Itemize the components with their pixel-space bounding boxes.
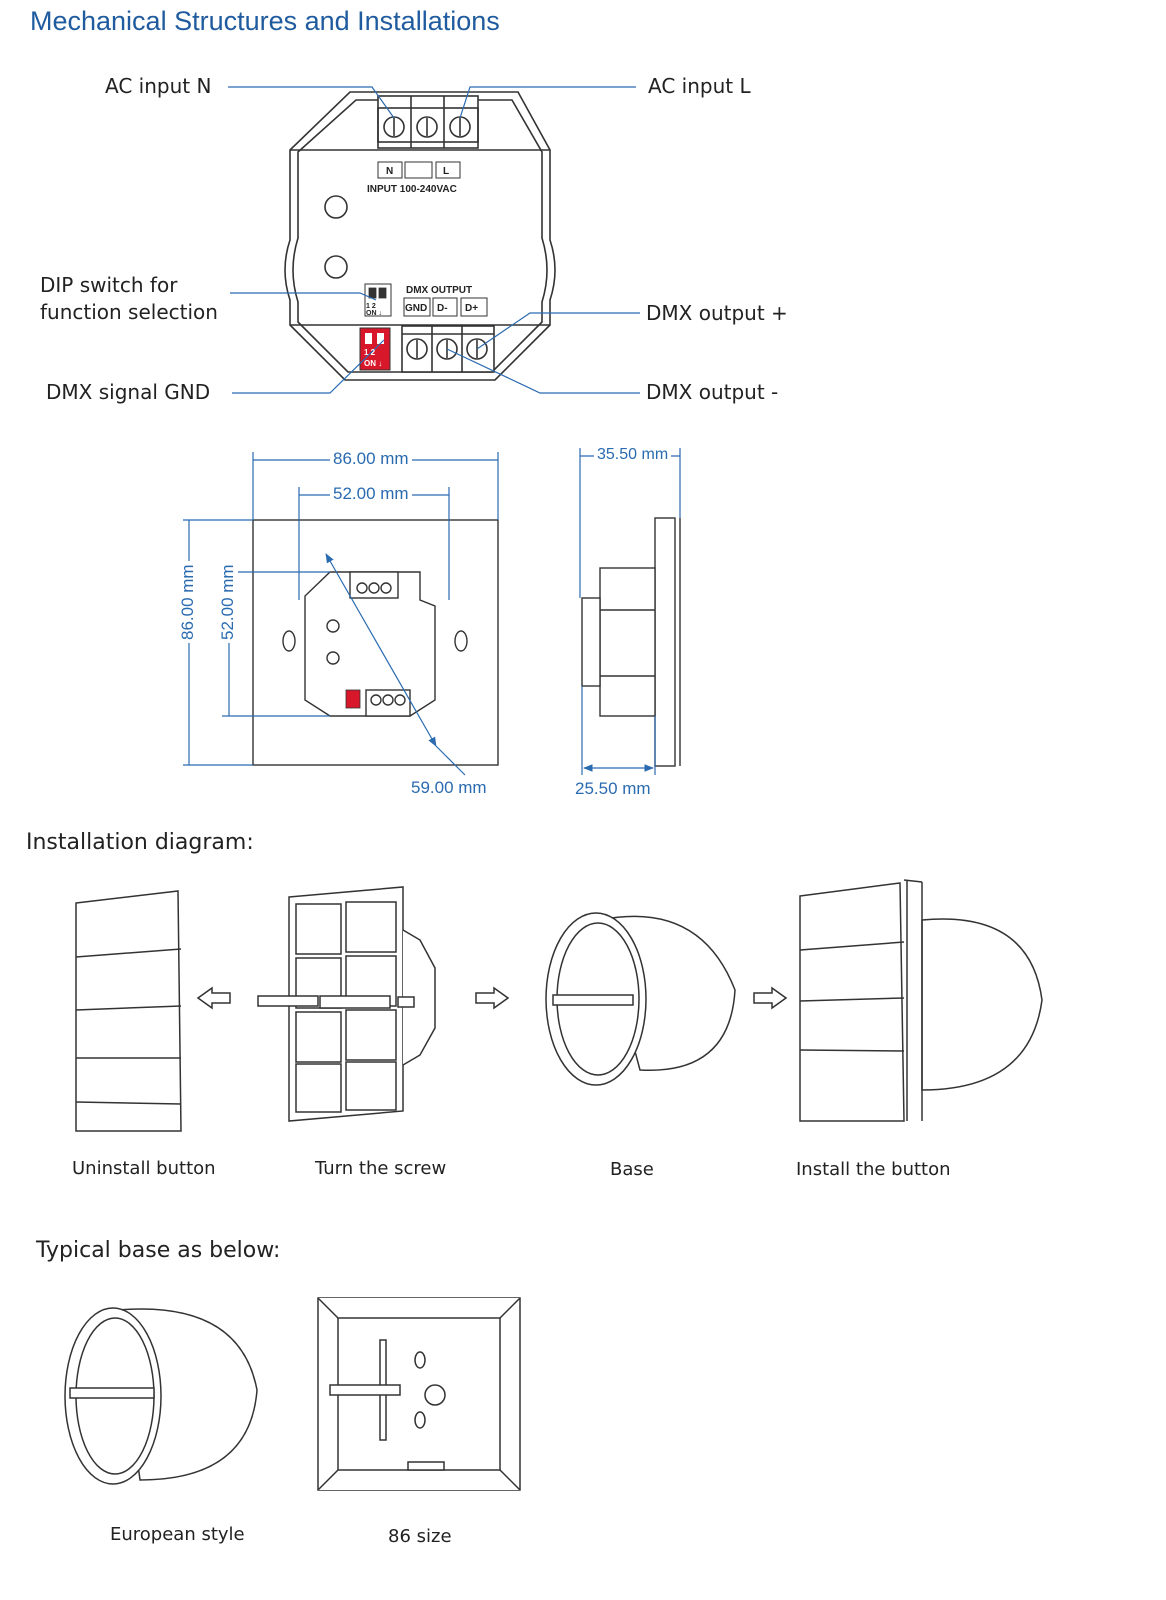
terminal-dplus-label: D+ [465, 303, 478, 314]
terminal-dminus-label: D- [437, 303, 448, 314]
dip-number-label: 1 2 [366, 303, 376, 310]
callout-ac-input-l: AC input L [648, 74, 751, 98]
dim-side-body-depth: 25.50 mm [572, 779, 654, 799]
terminal-gnd-label: GND [405, 303, 427, 314]
dim-side-total-depth: 35.50 mm [594, 446, 672, 464]
dim-inner-width: 52.00 mm [330, 484, 412, 504]
dip-on-label: ON ↓ [366, 310, 382, 317]
box-base-illustration [317, 1297, 521, 1491]
callout-leaders [228, 86, 640, 394]
arrow-right-icon-2 [753, 986, 788, 1010]
callout-ac-input-n: AC input N [105, 74, 212, 98]
step-base-illustration [545, 912, 736, 1086]
european-base-illustration [64, 1307, 258, 1485]
terminal-n-label: N [386, 166, 393, 177]
page-title: Mechanical Structures and Installations [30, 6, 500, 36]
dim-inner-height: 52.00 mm [218, 561, 238, 643]
step-caption-install: Install the button [796, 1159, 951, 1180]
callout-dmx-output-minus: DMX output - [646, 380, 779, 404]
step-uninstall-illustration [75, 890, 182, 1132]
step-screw-illustration [257, 886, 436, 1122]
arrow-left-icon [196, 986, 231, 1010]
side-view [581, 517, 681, 767]
terminal-l-label: L [443, 166, 449, 177]
callout-dip-switch-line1: DIP switch for [40, 273, 178, 297]
dim-outer-width: 86.00 mm [330, 449, 412, 469]
arrow-right-icon [475, 986, 510, 1010]
installation-heading: Installation diagram: [26, 830, 254, 855]
callout-dmx-output-plus: DMX output + [646, 301, 788, 325]
base-caption-86-size: 86 size [388, 1526, 452, 1547]
base-caption-european: European style [110, 1524, 245, 1545]
device-top-view [284, 91, 556, 381]
step-install-illustration [799, 879, 1043, 1122]
red-dip-on-label: ON ↓ [364, 359, 382, 368]
typical-base-heading: Typical base as below: [36, 1238, 281, 1263]
callout-dmx-signal-gnd: DMX signal GND [46, 380, 211, 404]
dim-outer-height: 86.00 mm [178, 561, 198, 643]
step-caption-base: Base [610, 1159, 654, 1180]
step-caption-uninstall: Uninstall button [72, 1158, 216, 1179]
step-caption-screw: Turn the screw [315, 1158, 447, 1179]
red-dip-number-label: 1 2 [364, 348, 376, 357]
dmx-output-label: DMX OUTPUT [406, 285, 472, 296]
front-view [252, 519, 499, 766]
callout-dip-switch-line2: function selection [40, 300, 218, 324]
dim-diagonal: 59.00 mm [408, 778, 490, 798]
input-rating-label: INPUT 100-240VAC [367, 184, 457, 195]
